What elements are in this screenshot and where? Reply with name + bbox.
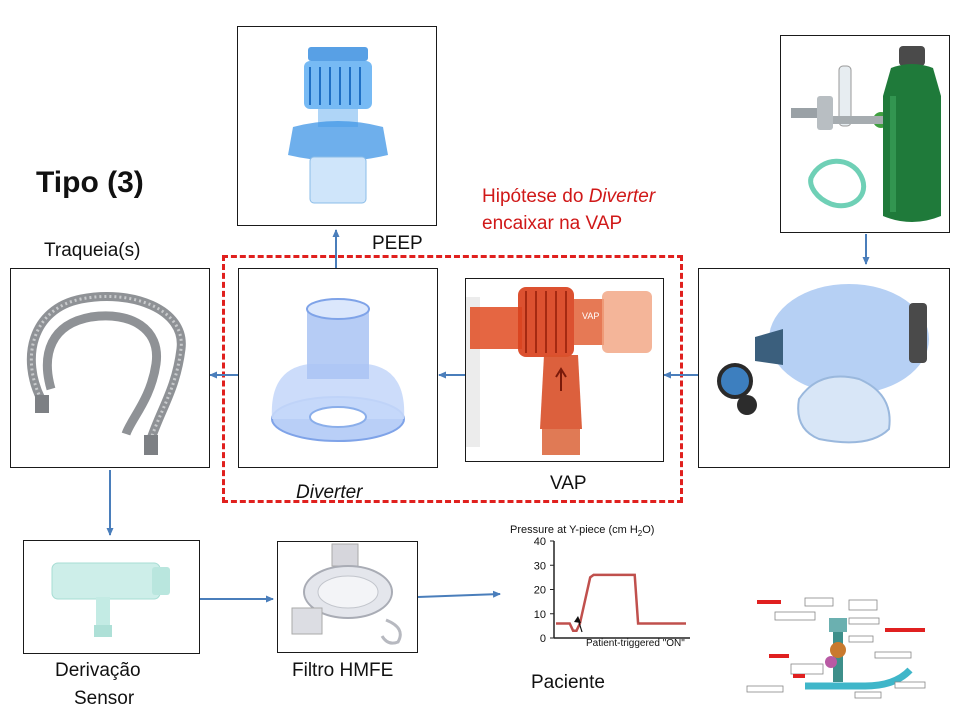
vap-box: VAP (465, 278, 664, 462)
resuscitator-bag-image (717, 284, 929, 444)
chart-title: Pressure at Y-piece (cm H2O) (510, 524, 655, 539)
vap-valve-image: VAP (466, 287, 652, 455)
y-tick-label: 10 (534, 609, 546, 621)
derivacao-label-line-1: Derivação (55, 660, 141, 681)
oxygen-cylinder-image (791, 46, 941, 222)
peep-valve-image (288, 47, 388, 204)
circuit-schematic-image (746, 597, 926, 699)
tracheal-tube-image (26, 291, 186, 455)
pressure-chart: Pressure at Y-piece (cm H2O) 40 30 20 10 0 P… (500, 520, 700, 665)
sensor-adapter-image (51, 562, 170, 637)
vap-label: VAP (550, 473, 587, 494)
filtro-hmfe-box (277, 541, 418, 653)
arrow-filtro-to-paciente (417, 590, 501, 598)
hypothesis-group-outline (222, 255, 683, 503)
y-tick-label: 0 (540, 633, 546, 645)
traqueia-label: Traqueia(s) (44, 240, 141, 261)
resuscitator-bag-box (698, 268, 950, 468)
peep-valve-box (237, 26, 437, 226)
hypothesis-italic: Diverter (588, 186, 656, 207)
diverter-image (271, 298, 405, 442)
y-tick-label: 20 (534, 585, 546, 597)
diverter-label: Diverter (296, 482, 363, 503)
derivacao-label-line-2: Sensor (74, 688, 135, 709)
y-tick-label: 30 (534, 560, 546, 572)
paciente-label: Paciente (531, 672, 605, 693)
circuit-schematic (745, 590, 945, 705)
hypothesis-line-1: Hipótese do Diverter (482, 186, 655, 208)
annotation-arrow-head (574, 616, 581, 623)
oxygen-cylinder-box (780, 35, 950, 233)
filtro-label: Filtro HMFE (292, 660, 394, 681)
derivacao-sensor-box (23, 540, 200, 654)
page-title: Tipo (3) (36, 166, 144, 199)
traqueia-box (10, 268, 210, 468)
hypothesis-line-2: encaixar na VAP (482, 213, 623, 234)
hme-filter-image (291, 543, 402, 645)
y-tick-label: 40 (534, 536, 546, 548)
diverter-box (238, 268, 438, 468)
vap-print: VAP (582, 311, 599, 321)
peep-label: PEEP (372, 233, 423, 254)
pressure-line (556, 573, 686, 632)
chart-svg: 40 30 20 10 0 Patient-triggered "ON" (534, 536, 690, 649)
hypothesis-prefix: Hipótese do (482, 186, 589, 207)
chart-annotation: Patient-triggered "ON" (586, 638, 685, 649)
